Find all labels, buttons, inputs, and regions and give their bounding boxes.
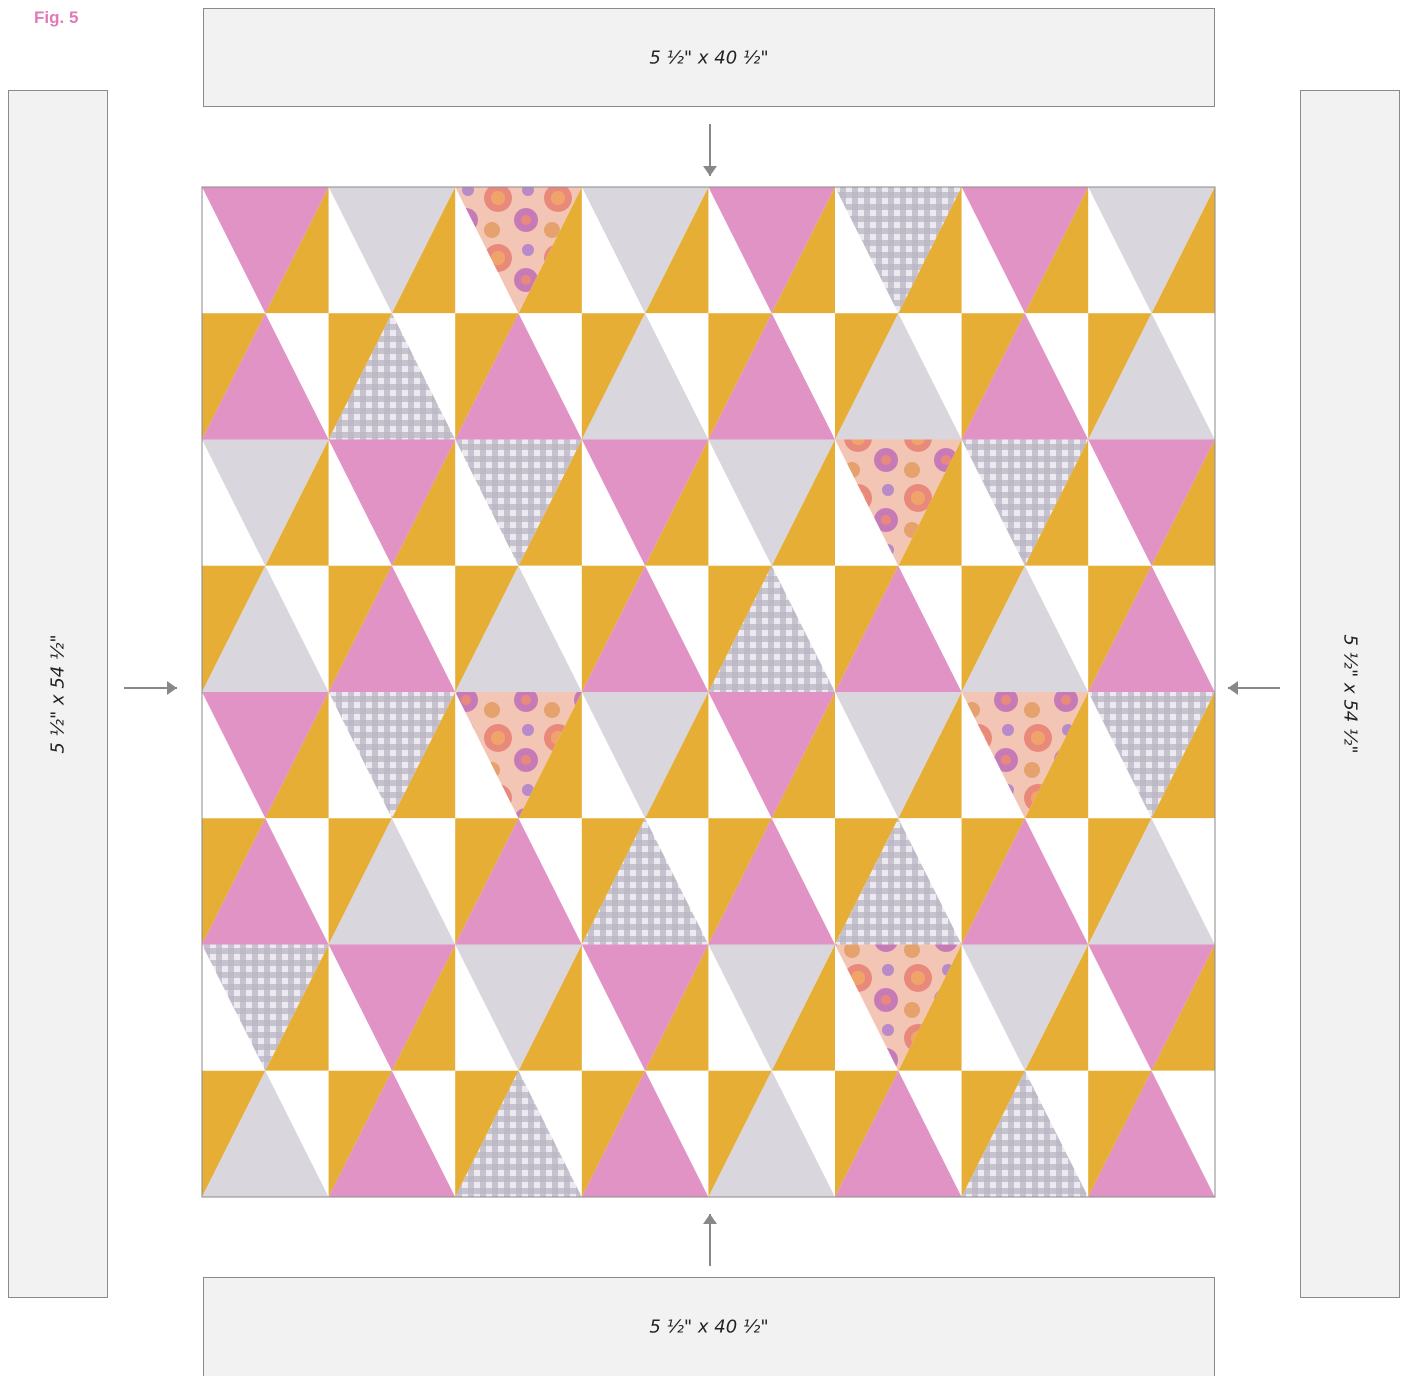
quilt-top [202,187,1215,1197]
arrow-left-head [1228,681,1238,695]
arrow-up-head [703,1214,717,1224]
arrow-down-head [703,166,717,176]
arrow-right-head [167,681,177,695]
